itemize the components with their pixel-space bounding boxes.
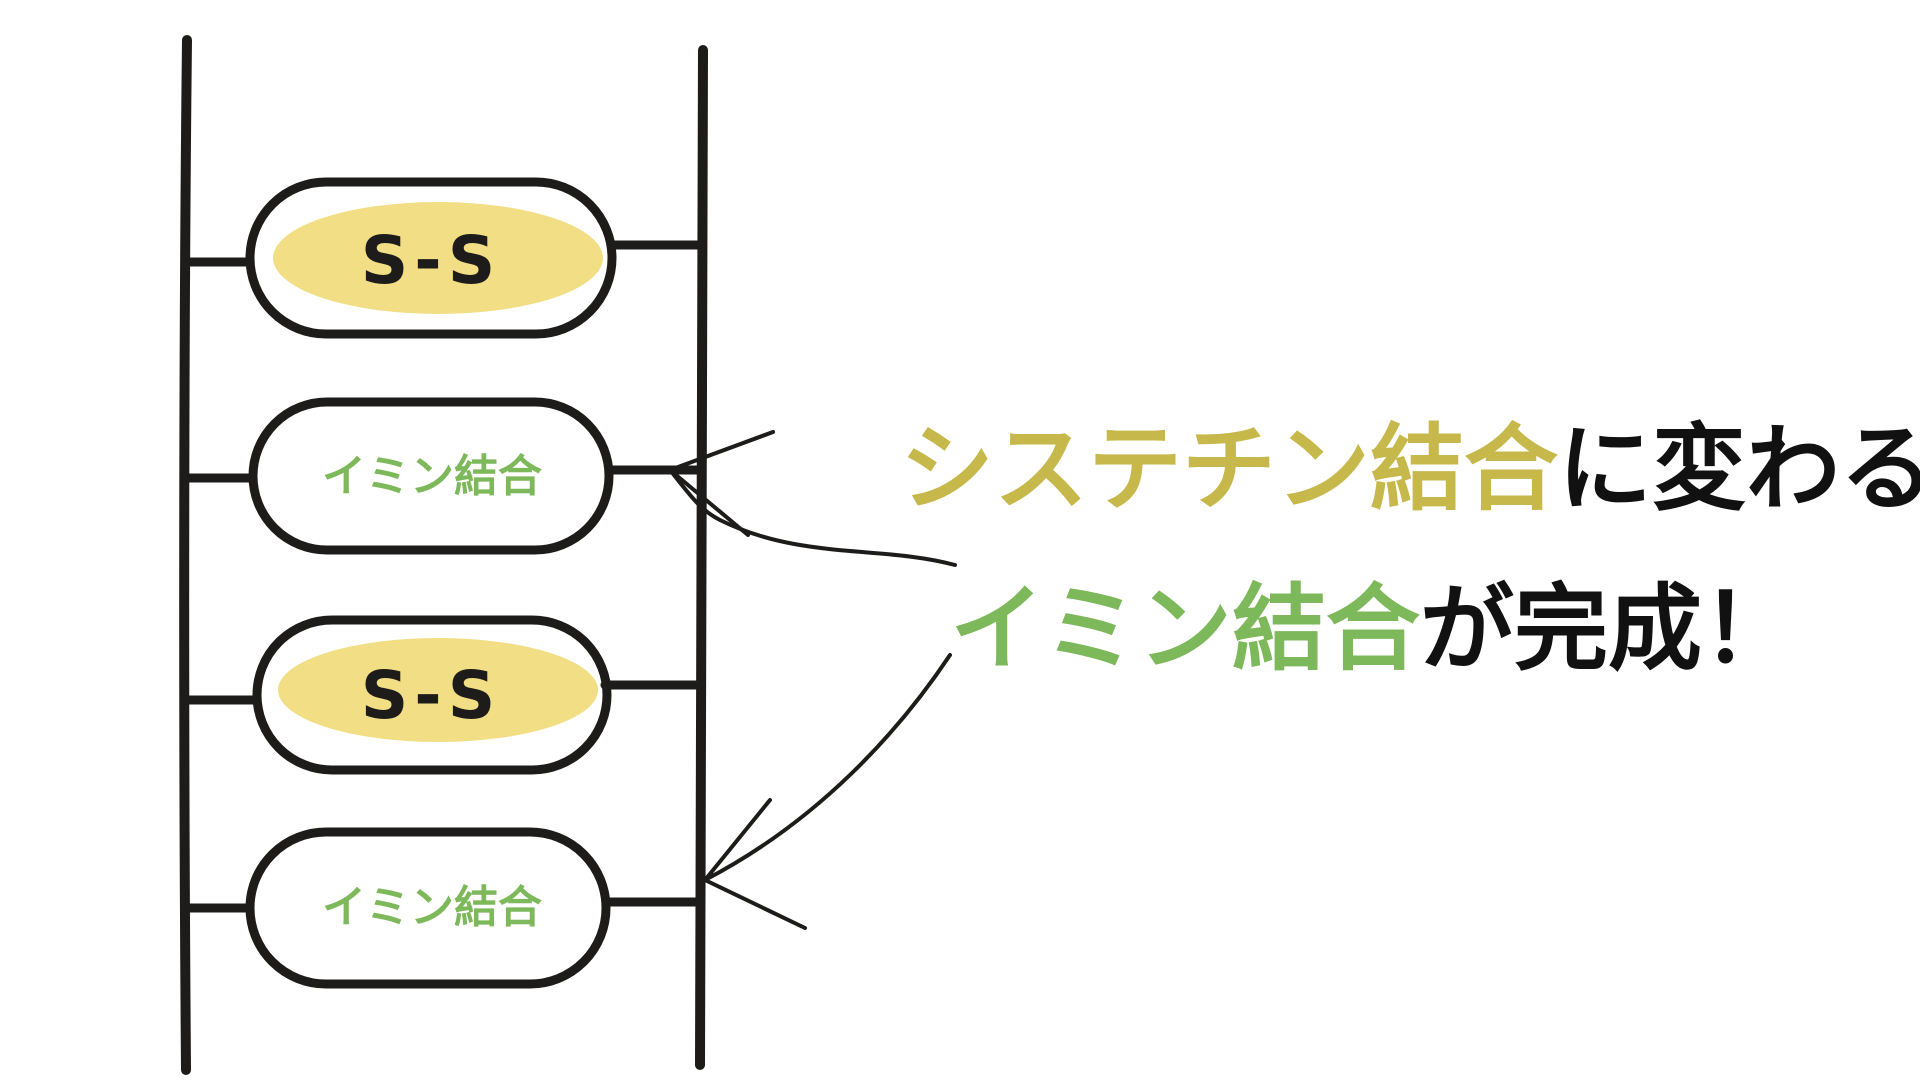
disulfide-label: S-S <box>361 222 501 299</box>
caption-imine-highlight: イミン結合 <box>950 574 1421 684</box>
disulfide-pill <box>252 615 612 775</box>
caption-line-2: イミン結合が完成！ <box>950 582 1796 676</box>
imine-label: イミン結合 <box>322 882 542 933</box>
imine-label: イミン結合 <box>322 451 542 502</box>
caption-line1-rest: に変わる <box>1558 414 1920 524</box>
caption-line2-rest: が完成！ <box>1420 574 1797 684</box>
imine-pill <box>245 827 611 989</box>
caption-line-1: システチン結合に変わる <box>900 422 1920 516</box>
imine-pill <box>248 397 614 555</box>
rung-imine-2: イミン結合 <box>182 827 706 989</box>
disulfide-highlight <box>273 202 603 314</box>
disulfide-label: S-S <box>361 657 501 734</box>
disulfide-highlight <box>278 638 598 742</box>
rung-disulfide-2: S-S <box>182 615 706 775</box>
rung-imine-1: イミン結合 <box>182 397 706 555</box>
right-rail <box>694 45 708 1070</box>
caption-cystine-highlight: システチン結合 <box>900 414 1559 524</box>
rung-disulfide-1: S-S <box>182 177 706 339</box>
arrow-to-imine-2 <box>703 653 952 930</box>
arrow-to-imine-1 <box>668 430 957 567</box>
disulfide-pill <box>245 177 617 339</box>
left-rail <box>179 35 192 1075</box>
